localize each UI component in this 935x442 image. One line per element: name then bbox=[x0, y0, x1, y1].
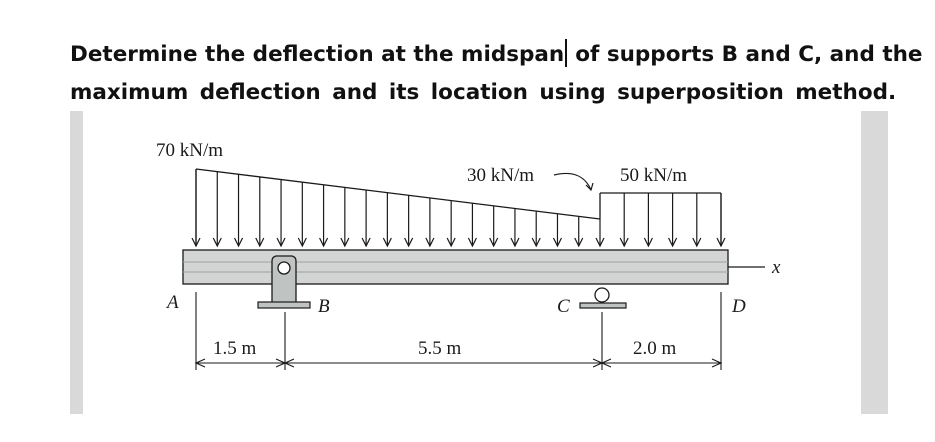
load-arrowhead bbox=[255, 237, 265, 248]
dimension-label-bc: 5.5 m bbox=[418, 338, 462, 359]
load-arrowhead bbox=[319, 237, 329, 248]
dimension-label-cd: 2.0 m bbox=[633, 338, 677, 359]
dimension-lines bbox=[194, 292, 723, 370]
load-arrowhead bbox=[692, 237, 702, 248]
point-label-a: A bbox=[165, 292, 179, 313]
load-arrowhead bbox=[489, 237, 499, 248]
load-arrowhead bbox=[531, 237, 541, 248]
leader-arrowhead bbox=[585, 182, 594, 192]
load-arrowhead bbox=[595, 237, 605, 248]
load-arrowhead bbox=[619, 237, 629, 248]
load-arrowhead bbox=[404, 237, 414, 248]
load-arrowhead bbox=[297, 237, 307, 248]
load-arrowhead bbox=[276, 237, 286, 248]
roller-support-c bbox=[579, 287, 627, 309]
question-text: Determine the deflection at the midspan … bbox=[70, 36, 922, 112]
x-axis-label: x bbox=[771, 257, 781, 278]
load-arrowhead bbox=[340, 237, 350, 248]
load-arrowhead bbox=[446, 237, 456, 248]
point-label-d: D bbox=[731, 296, 746, 317]
uniform-load bbox=[599, 192, 722, 246]
text-cursor bbox=[565, 39, 567, 67]
dimension-label-ab: 1.5 m bbox=[213, 338, 257, 359]
load-arrowhead bbox=[191, 237, 201, 248]
point-label-c: C bbox=[557, 296, 570, 317]
trapezoidal-load bbox=[195, 168, 601, 246]
load-arrowhead bbox=[510, 237, 520, 248]
load-label-30: 30 kN/m bbox=[467, 165, 534, 186]
load-arrowhead bbox=[574, 237, 584, 248]
load-label-50: 50 kN/m bbox=[620, 165, 687, 186]
load-arrows bbox=[191, 169, 726, 248]
load-label-30-leader bbox=[553, 172, 592, 191]
load-arrowhead bbox=[382, 237, 392, 248]
load-arrowhead bbox=[361, 237, 371, 248]
question-line-1-end: of supports B and C, and the bbox=[567, 42, 923, 67]
load-arrowhead bbox=[643, 237, 653, 248]
load-arrowhead bbox=[467, 237, 477, 248]
beam bbox=[182, 249, 729, 285]
pin-support-b bbox=[257, 255, 311, 309]
load-arrowhead bbox=[716, 237, 726, 248]
question-line-2: maximum deflection and its location usin… bbox=[70, 80, 897, 105]
load-arrowhead bbox=[233, 237, 244, 248]
load-arrowhead bbox=[668, 237, 678, 248]
load-arrowhead bbox=[212, 237, 222, 248]
question-line-1: Determine the deflection at the midspan … bbox=[70, 36, 922, 74]
load-arrowhead bbox=[552, 237, 563, 248]
point-label-b: B bbox=[318, 296, 330, 317]
load-arrowhead bbox=[425, 237, 435, 248]
load-label-70: 70 kN/m bbox=[156, 140, 223, 161]
question-line-1-start: Determine the deflection at the midspan bbox=[70, 42, 565, 67]
